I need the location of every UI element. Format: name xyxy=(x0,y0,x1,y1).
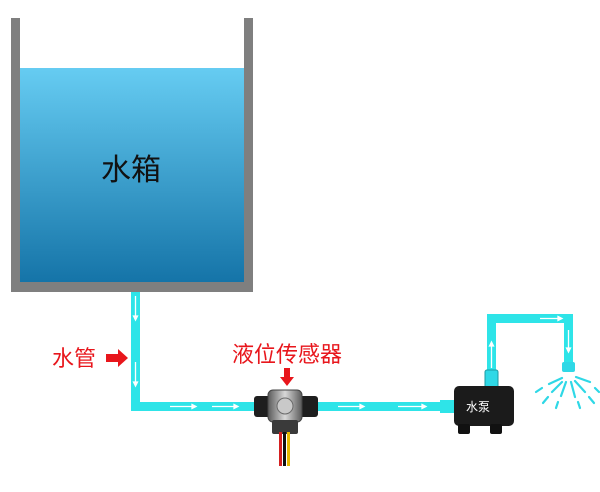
flow-arrows xyxy=(132,296,572,410)
flow-arrow-right xyxy=(338,403,366,410)
level-sensor: 液位传感器 xyxy=(232,343,342,466)
sensor-base xyxy=(272,420,298,434)
pump-label: 水泵 xyxy=(466,400,490,414)
tank-label: 水箱 xyxy=(101,153,161,188)
red-arrow-right-icon xyxy=(106,349,128,367)
pipe-pump-inlet xyxy=(440,400,454,413)
pipe-top-horizontal xyxy=(487,314,573,323)
tank-water xyxy=(20,68,244,282)
water-pump: 水泵 xyxy=(454,369,514,434)
water-spray-icon xyxy=(534,362,600,410)
sensor-rotor xyxy=(276,397,294,415)
water-tank: 水箱 xyxy=(11,18,253,292)
pipe-label: 水管 xyxy=(52,347,96,372)
pump-body xyxy=(454,386,514,426)
sensor-wire-red xyxy=(279,432,282,466)
flow-arrow-up xyxy=(488,340,495,368)
flow-arrow-right xyxy=(212,403,240,410)
pipe-callout: 水管 xyxy=(52,347,128,372)
sensor-wire-black xyxy=(283,432,286,466)
sensor-fitting-right xyxy=(298,396,318,417)
flow-arrow-down xyxy=(132,296,139,322)
tank-wall-right xyxy=(244,18,253,292)
sensor-wire-yellow xyxy=(287,432,290,466)
flow-arrow-down xyxy=(565,330,572,354)
flow-arrow-right xyxy=(398,403,428,410)
tank-wall-left xyxy=(11,18,20,292)
flow-arrow-right xyxy=(540,315,564,322)
tank-wall-bottom xyxy=(11,282,253,292)
flow-arrow-right xyxy=(170,403,198,410)
flow-arrow-down xyxy=(132,362,139,388)
pump-foot-right xyxy=(490,424,502,434)
red-arrow-down-icon xyxy=(280,368,294,386)
sensor-label: 液位传感器 xyxy=(232,343,342,368)
pipe-vertical-down xyxy=(131,292,140,411)
pump-outlet-nozzle xyxy=(484,369,499,389)
pump-foot-left xyxy=(458,424,470,434)
